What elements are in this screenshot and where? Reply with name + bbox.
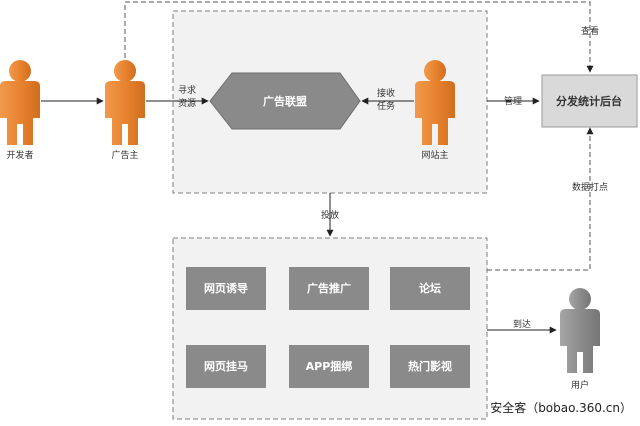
tactic-box — [390, 267, 470, 310]
view-label: 查看 — [581, 25, 599, 37]
person-icon — [569, 288, 591, 310]
user-actor — [560, 288, 600, 373]
ad-alliance-node — [209, 72, 361, 130]
tactic-box — [289, 267, 369, 310]
data-tracking-connector — [487, 127, 594, 271]
tactic-label: 热门影视 — [408, 359, 452, 373]
tactic-box — [186, 267, 266, 310]
backend-node — [541, 74, 638, 128]
user-label: 用户 — [571, 379, 589, 391]
backend-label: 分发统计后台 — [556, 94, 622, 108]
tactic-box — [186, 345, 266, 388]
data-tracking-label: 数据打点 — [572, 181, 608, 193]
tactic-box — [390, 345, 470, 388]
webmaster-actor — [415, 60, 455, 145]
ad-alliance-label: 广告联盟 — [263, 94, 307, 108]
person-icon — [9, 60, 31, 82]
tactic-label: 论坛 — [419, 281, 441, 295]
seek-resource-label-1: 寻求 — [178, 84, 196, 96]
deliver-label: 投放 — [321, 209, 339, 221]
developer-label: 开发者 — [6, 149, 33, 161]
tactic-label: 广告推广 — [307, 281, 351, 295]
webmaster-label: 网站主 — [421, 149, 448, 161]
tactics-panel — [172, 237, 488, 420]
tactic-label: APP捆绑 — [306, 359, 353, 373]
watermark: 安全客（bobao.360.cn） — [490, 400, 632, 415]
seek-resource-label-2: 资源 — [178, 98, 196, 109]
developer-actor — [0, 60, 40, 145]
tactic-box — [289, 345, 369, 388]
view-connector — [124, 1, 594, 73]
reach-label: 到达 — [513, 318, 531, 330]
person-icon — [114, 60, 136, 82]
manage-label: 管理 — [504, 95, 522, 107]
advertiser-actor — [105, 60, 145, 145]
advertiser-label: 广告主 — [111, 149, 138, 161]
receive-task-label-1: 接收 — [377, 87, 395, 99]
tactic-label: 网页挂马 — [204, 359, 248, 373]
tactic-label: 网页诱导 — [204, 281, 248, 295]
receive-task-label-2: 任务 — [377, 100, 395, 112]
person-icon — [424, 60, 446, 82]
